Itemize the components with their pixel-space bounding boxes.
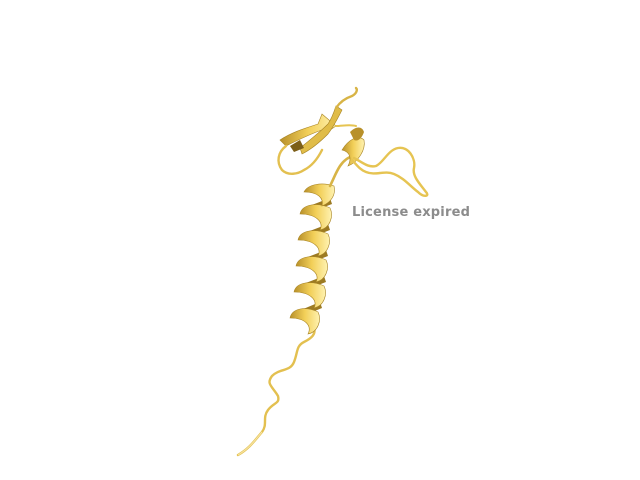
coil-n-terminus	[334, 86, 358, 110]
coil-connector	[328, 154, 354, 188]
alpha-helix	[289, 183, 335, 335]
coil-right-loop	[350, 146, 429, 197]
coil-tail	[236, 326, 316, 457]
upper-helix-turn	[341, 137, 365, 167]
license-watermark: License expired	[352, 205, 471, 220]
coil-left-loop	[277, 144, 324, 175]
